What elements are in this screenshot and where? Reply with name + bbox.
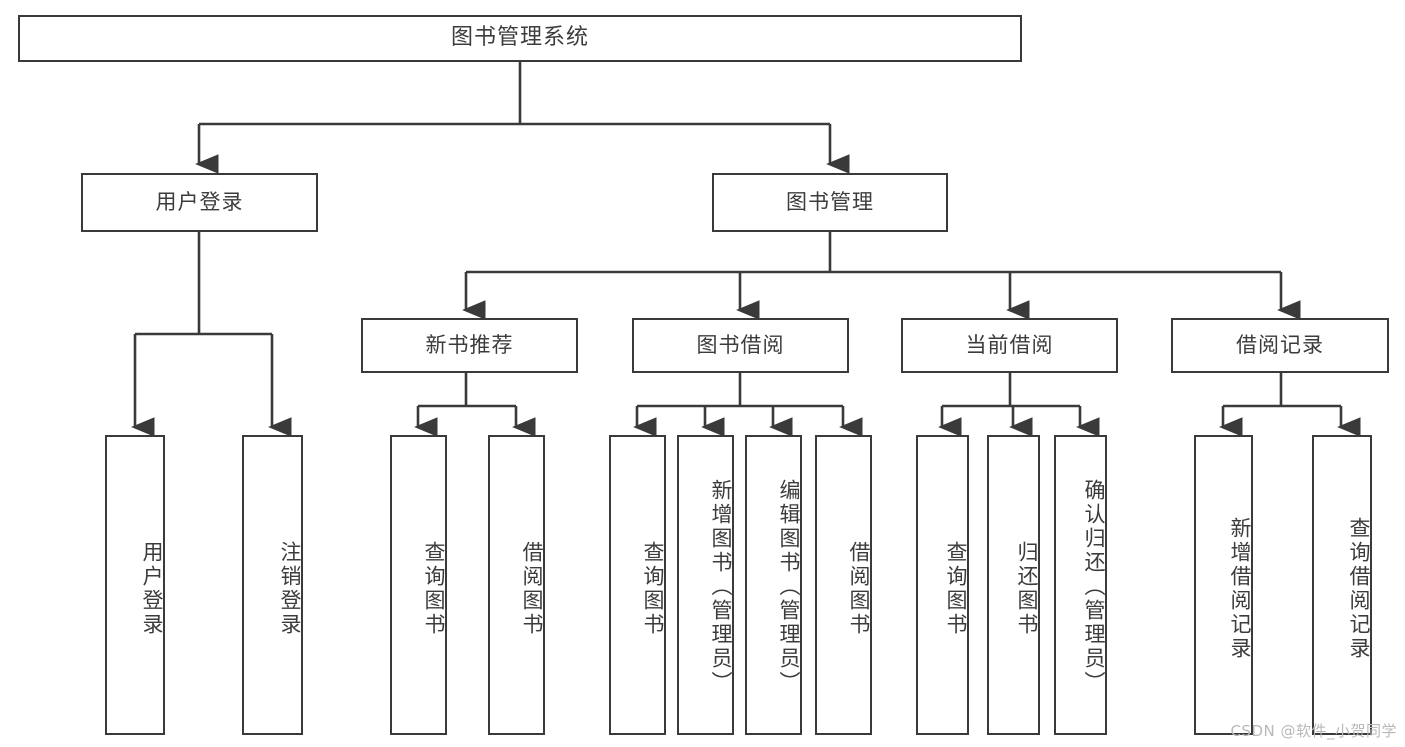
leaf-borrow-book-recommend[interactable]: 借阅图书 <box>488 435 545 735</box>
node-user-login[interactable]: 用户登录 <box>81 173 318 232</box>
node-current-borrow[interactable]: 当前借阅 <box>901 318 1118 373</box>
leaf-query-book-current[interactable]: 查询图书 <box>916 435 969 735</box>
leaf-user-login[interactable]: 用户登录 <box>105 435 165 735</box>
node-borrow-record[interactable]: 借阅记录 <box>1171 318 1389 373</box>
leaf-logout[interactable]: 注销登录 <box>242 435 303 735</box>
node-book-borrow[interactable]: 图书借阅 <box>632 318 849 373</box>
node-book-management[interactable]: 图书管理 <box>712 173 948 232</box>
leaf-query-book-recommend[interactable]: 查询图书 <box>390 435 447 735</box>
leaf-add-borrow-record[interactable]: 新增借阅记录 <box>1194 435 1253 735</box>
leaf-query-borrow-record[interactable]: 查询借阅记录 <box>1312 435 1372 735</box>
leaf-query-book-borrow[interactable]: 查询图书 <box>609 435 666 735</box>
leaf-add-book-admin[interactable]: 新增图书（管理员） <box>677 435 734 735</box>
leaf-confirm-return-admin[interactable]: 确认归还（管理员） <box>1054 435 1107 735</box>
leaf-edit-book-admin[interactable]: 编辑图书（管理员） <box>745 435 802 735</box>
watermark-csdn: CSDN @软件_小贺同学 <box>1230 722 1397 740</box>
node-root-book-management-system[interactable]: 图书管理系统 <box>18 15 1022 62</box>
leaf-borrow-book[interactable]: 借阅图书 <box>815 435 872 735</box>
node-new-book-recommend[interactable]: 新书推荐 <box>361 318 578 373</box>
leaf-return-book[interactable]: 归还图书 <box>987 435 1040 735</box>
